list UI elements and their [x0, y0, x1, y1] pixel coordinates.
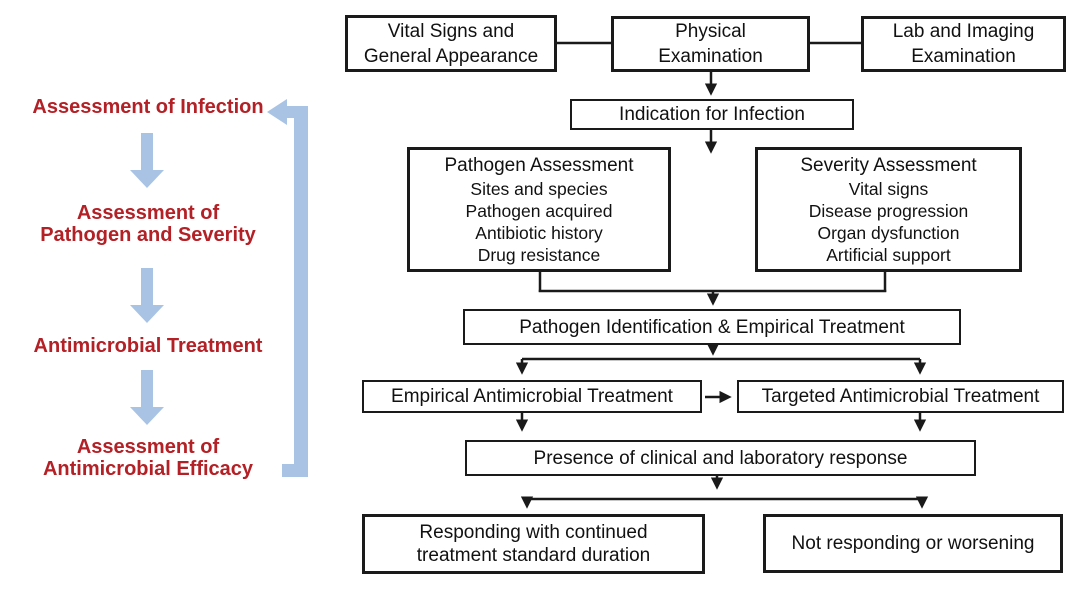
box-text-line: Empirical Antimicrobial Treatment: [391, 386, 673, 407]
box-vital-signs: Vital Signs and General Appearance: [345, 15, 557, 72]
box-not-responding-or-worsening: Not responding or worsening: [763, 514, 1063, 573]
box-empirical-antimicrobial-treatment: Empirical Antimicrobial Treatment: [362, 380, 702, 413]
box-lab-imaging-examination: Lab and Imaging Examination: [861, 16, 1066, 72]
box-list-item: Vital signs: [848, 178, 929, 199]
stage-label-line: Antimicrobial Efficacy: [42, 458, 254, 480]
box-indication-for-infection: Indication for Infection: [570, 99, 854, 130]
box-text-line: Physical: [675, 21, 746, 42]
box-text-line: Targeted Antimicrobial Treatment: [761, 386, 1040, 407]
box-targeted-antimicrobial-treatment: Targeted Antimicrobial Treatment: [737, 380, 1064, 413]
box-text-line: General Appearance: [363, 45, 539, 67]
stage-label-line: Antimicrobial Treatment: [33, 335, 263, 357]
box-text-line: Examination: [658, 46, 763, 67]
stage-label-assessment-of-antimicrobial-efficacy: Assessment of Antimicrobial Efficacy: [17, 436, 279, 480]
stage-label-line: Assessment of: [76, 436, 220, 458]
sidebar-arrow-2-icon: [130, 268, 164, 323]
sidebar-arrow-3-icon: [130, 370, 164, 425]
stage-label-line: Assessment of Infection: [32, 96, 264, 118]
cycle-bracket-arrowhead-icon: [267, 99, 287, 125]
box-list-item: Organ dysfunction: [817, 222, 960, 243]
box-responding-continued-treatment: Responding with continued treatment stan…: [362, 514, 705, 574]
box-pathogen-identification-empirical-treatment: Pathogen Identification & Empirical Trea…: [463, 309, 961, 345]
box-text-line: Examination: [911, 46, 1016, 67]
box-list-item: Pathogen acquired: [465, 200, 613, 221]
box-pathogen-assessment: Pathogen Assessment Sites and species Pa…: [407, 147, 671, 272]
stage-label-line: Assessment of: [76, 202, 220, 224]
box-text-line: Vital Signs and: [387, 20, 515, 42]
box-list-item: Sites and species: [470, 178, 608, 199]
stage-label-antimicrobial-treatment: Antimicrobial Treatment: [17, 335, 279, 357]
box-text-line: Pathogen Identification & Empirical Trea…: [519, 316, 905, 338]
box-text-line: Responding with continued: [419, 522, 648, 543]
box-presence-of-response: Presence of clinical and laboratory resp…: [465, 440, 976, 476]
box-text-line: Not responding or worsening: [791, 533, 1035, 554]
stage-label-line: Pathogen and Severity: [40, 224, 256, 246]
box-list-item: Artificial support: [826, 244, 951, 265]
box-text-line: Lab and Imaging: [892, 21, 1035, 42]
sidebar-arrow-1-icon: [130, 133, 164, 188]
box-title: Severity Assessment: [800, 154, 977, 176]
box-text-line: Indication for Infection: [619, 104, 805, 125]
box-severity-assessment: Severity Assessment Vital signs Disease …: [755, 147, 1022, 272]
box-list-item: Drug resistance: [477, 244, 601, 265]
box-list-item: Antibiotic history: [475, 222, 603, 243]
cycle-bracket-vertical-bar: [294, 106, 308, 477]
cycle-bracket-bottom-foot: [282, 464, 308, 477]
box-title: Pathogen Assessment: [444, 154, 634, 176]
box-list-item: Disease progression: [808, 200, 969, 221]
box-text-line: treatment standard duration: [416, 545, 651, 566]
stage-label-assessment-of-pathogen-and-severity: Assessment of Pathogen and Severity: [17, 202, 279, 246]
stage-label-assessment-of-infection: Assessment of Infection: [17, 96, 279, 118]
box-physical-examination: Physical Examination: [611, 16, 810, 72]
box-text-line: Presence of clinical and laboratory resp…: [533, 447, 908, 469]
